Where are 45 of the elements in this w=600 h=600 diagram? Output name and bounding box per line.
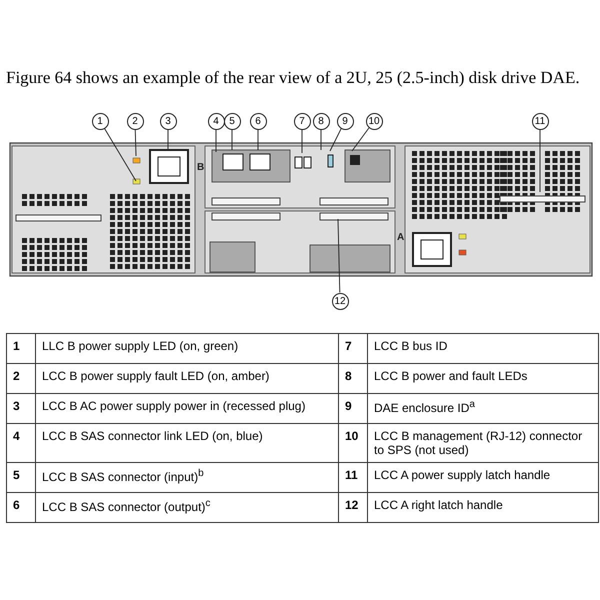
table-cell: 9 (338, 394, 368, 424)
table-cell: LCC B AC power supply power in (recessed plug) (36, 394, 338, 424)
panel-letter: A (397, 232, 404, 243)
table-cell: LCC B management (RJ-12) connector to SPS (not used) (368, 424, 598, 462)
table-cell: LCC B power and fault LEDs (368, 364, 598, 394)
callout-number: 5 (224, 112, 240, 130)
table-cell: 3 (6, 394, 36, 424)
table-cell: LCC B SAS connector (input)$^{b}$ (36, 462, 338, 492)
leader-line (338, 218, 340, 293)
callout-number: 7 (294, 112, 310, 130)
table-cell: LCC B bus ID (368, 334, 598, 364)
callout-number: 9 (336, 112, 354, 130)
leader-line (330, 128, 342, 152)
table-cell: LCC B power supply fault LED (on, amber) (36, 364, 338, 394)
callout-number: 6 (250, 112, 266, 130)
callout-number: 4 (208, 112, 224, 130)
callout-number: 8 (312, 112, 330, 130)
table-cell: LCC A right latch handle (368, 492, 598, 522)
table-cell: LLC B power supply LED (on, green) (36, 334, 338, 364)
leader-line (134, 129, 136, 156)
table-cell: 4 (6, 424, 36, 462)
table-cell: LCC B SAS connector link LED (on, blue) (36, 424, 338, 462)
leader-line (352, 127, 370, 152)
table-cell: 7 (338, 334, 368, 364)
callout-number: 10 (366, 112, 382, 130)
table-cell: LCC B SAS connector (output)$^{c}$ (36, 492, 338, 522)
table-cell: 11 (338, 462, 368, 492)
table-cell: 10 (338, 424, 368, 462)
callout-number: 1 (92, 112, 108, 130)
table-cell: DAE enclosure ID$^{a}$ (368, 394, 598, 424)
table-cell: 2 (6, 364, 36, 394)
figure-caption: Figure 64 shows an example of the rear view of a 2U, 25 (2.5-inch) disk drive DAE. (6, 68, 581, 88)
table-cell: 8 (338, 364, 368, 394)
table-cell: 5 (6, 462, 36, 492)
leader-line (320, 129, 322, 150)
table-cell: 1 (6, 334, 36, 364)
table-cell: LCC A power supply latch handle (368, 462, 598, 492)
callout-number: 2 (126, 112, 144, 130)
leader-line (104, 128, 136, 182)
callout-number: 12 (332, 292, 348, 310)
panel-letter: B (197, 162, 204, 173)
table-cell: 12 (338, 492, 368, 522)
callout-number: 11 (532, 112, 548, 130)
table-cell: 6 (6, 492, 36, 522)
callout-number: 3 (160, 112, 176, 130)
